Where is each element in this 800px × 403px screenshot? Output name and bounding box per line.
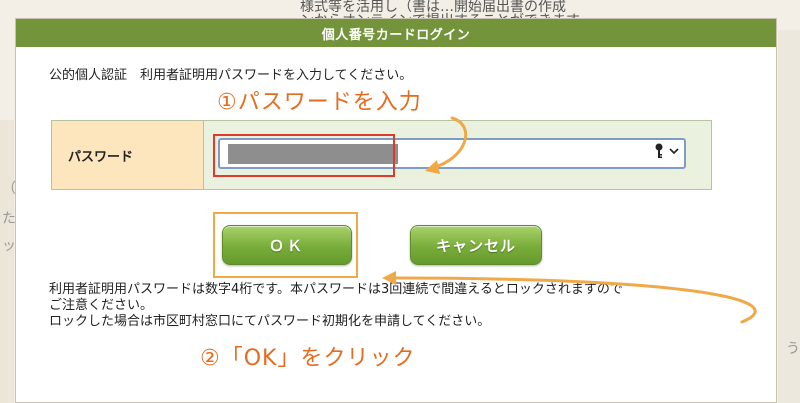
- ok-highlight-box: [213, 212, 358, 278]
- background-fragment: た: [2, 211, 16, 227]
- background-fragment: う: [786, 341, 800, 357]
- background-left-strip: [0, 120, 14, 403]
- instruction-text: 公的個人認証 利用者証明用パスワードを入力してください。: [49, 68, 413, 83]
- ok-button[interactable]: ＯＫ: [222, 225, 352, 265]
- cancel-button[interactable]: キャンセル: [410, 225, 542, 265]
- background-fragment: ッ: [2, 238, 16, 254]
- background-right-strip: [778, 30, 800, 403]
- note-line: ロックした場合は市区町村窓口にてパスワード初期化を申請してください。: [49, 314, 491, 329]
- key-icon[interactable]: [654, 143, 664, 163]
- password-label: パスワード: [52, 121, 204, 189]
- note-line: ご注意ください。: [49, 298, 154, 313]
- password-notes: 利用者証明用パスワードは数字4桁です。本パスワードは3回連続で間違えるとロックさ…: [49, 282, 749, 330]
- note-line: 利用者証明用パスワードは数字4桁です。本パスワードは3回連続で間違えるとロックさ…: [49, 282, 623, 297]
- chevron-down-icon[interactable]: [669, 145, 679, 158]
- dialog-title: 個人番号カードログイン: [16, 19, 776, 47]
- annotation-step1: ①パスワードを入力: [217, 90, 422, 115]
- login-dialog: 個人番号カードログイン: [15, 18, 777, 403]
- password-highlight-box: [213, 134, 395, 177]
- annotation-step2: ②「OK」をクリック: [200, 346, 416, 371]
- password-masked-value: [228, 144, 398, 164]
- background-fragment: （: [2, 181, 16, 197]
